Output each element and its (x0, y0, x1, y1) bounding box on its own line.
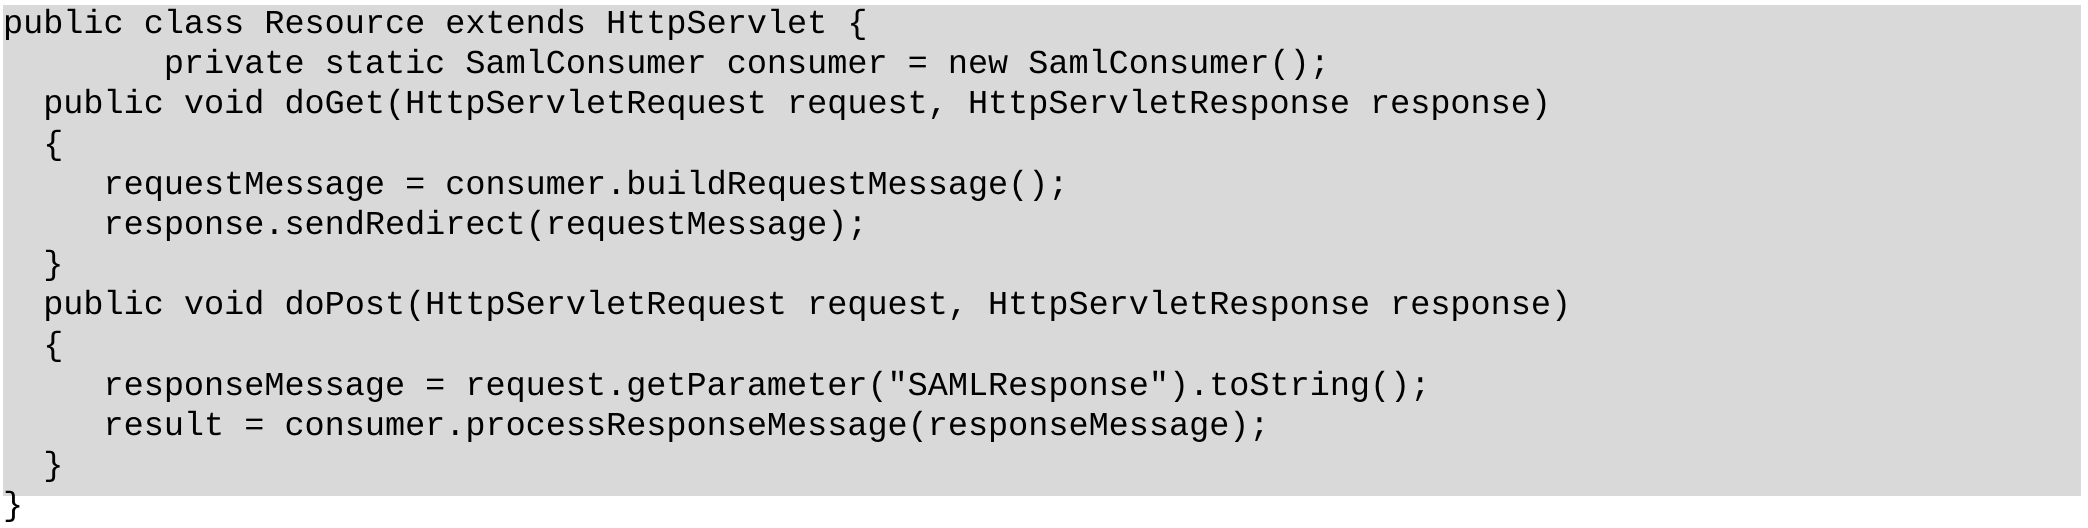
code-block-container: public class Resource extends HttpServle… (3, 5, 2081, 526)
code-line: { (3, 327, 64, 366)
code-line: requestMessage = consumer.buildRequestMe… (3, 166, 1069, 205)
code-content: public class Resource extends HttpServle… (3, 5, 1571, 528)
code-line: public void doGet(HttpServletRequest req… (3, 86, 1551, 125)
code-listing: public class Resource extends HttpServle… (3, 5, 1571, 528)
code-line: result = consumer.processResponseMessage… (3, 408, 1270, 447)
code-line: { (3, 126, 64, 165)
code-line: public void doPost(HttpServletRequest re… (3, 287, 1572, 326)
code-line: response.sendRedirect(requestMessage); (3, 207, 868, 246)
code-line: } (3, 448, 64, 487)
code-line: } (3, 247, 64, 286)
code-line: private static SamlConsumer consumer = n… (3, 46, 1330, 85)
code-line: } (3, 488, 24, 527)
code-line: responseMessage = request.getParameter("… (3, 367, 1431, 406)
code-line: public class Resource extends HttpServle… (3, 6, 868, 44)
